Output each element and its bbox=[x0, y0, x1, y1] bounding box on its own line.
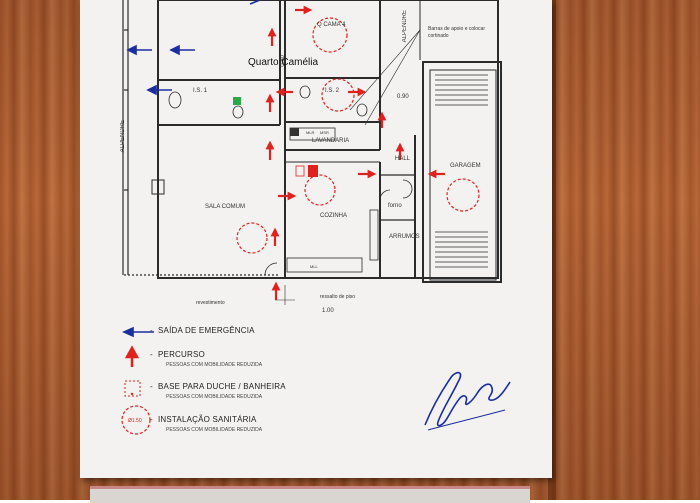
label-is2: I.S. 2 bbox=[325, 88, 340, 94]
label-lavandaria: LAVANDARIA bbox=[312, 138, 350, 144]
sanitary-circle-4 bbox=[236, 222, 268, 254]
fire-blanket-icon bbox=[295, 165, 305, 177]
fire-extinguisher-icon bbox=[308, 165, 318, 177]
legend-icons bbox=[121, 326, 154, 435]
label-dim-100: 1.00 bbox=[322, 308, 334, 314]
legend-item-exit: - SAÍDA DE EMERGÊNCIA bbox=[150, 326, 255, 335]
evacuation-plan-sheet: Q CAMA 4 I.S. 1 I.S. 2 LAVANDARIA SALA C… bbox=[80, 0, 552, 478]
legend-title: SAÍDA DE EMERGÊNCIA bbox=[158, 326, 255, 335]
label-forno: forno bbox=[388, 203, 402, 209]
legend-item-sanitary: - INSTALAÇÃO SANITÁRIA PESSOAS COM MOBIL… bbox=[128, 415, 263, 433]
label-arrumos: ARRUMOS bbox=[389, 234, 420, 240]
label-note-barras: Barras de apoio e colocar bbox=[428, 26, 485, 32]
label-msr: MSR bbox=[320, 130, 329, 135]
sanitary-circle-2 bbox=[321, 78, 355, 112]
label-sala: SALA COMUM bbox=[205, 204, 246, 210]
lower-sheet-edge bbox=[90, 486, 530, 503]
label-note-barras2: cortinado bbox=[428, 33, 449, 39]
label-mlr: MLR bbox=[306, 130, 315, 135]
label-garagem: GARAGEM bbox=[450, 163, 481, 169]
legend-title: PERCURSO bbox=[158, 350, 205, 359]
sanitary-circle-5 bbox=[446, 178, 480, 212]
label-mll: MLL bbox=[310, 264, 318, 269]
label-alpendre-left: ALPENDRE bbox=[120, 120, 126, 153]
circle-diameter-label: Ø1.50 bbox=[128, 418, 142, 424]
legend-title: BASE PARA DUCHE / BANHEIRA bbox=[158, 382, 286, 391]
washing-machine-icon bbox=[290, 128, 299, 136]
legend-title: INSTALAÇÃO SANITÁRIA bbox=[158, 415, 257, 424]
door-frame-gap bbox=[548, 0, 556, 500]
label-hall: HALL bbox=[395, 156, 411, 162]
label-is1: I.S. 1 bbox=[193, 88, 208, 94]
first-aid-icon bbox=[233, 97, 241, 105]
legend-subtitle: PESSOAS COM MOBILIDADE REDUZIDA bbox=[166, 394, 263, 400]
sanitary-circle-3 bbox=[304, 174, 336, 206]
sanitary-circle-1 bbox=[312, 17, 348, 53]
exit-arrow-top bbox=[249, 0, 261, 5]
label-revest: revestimento bbox=[196, 300, 225, 306]
signature-drawing bbox=[424, 371, 511, 427]
label-dim-090: 0.90 bbox=[397, 94, 409, 100]
legend-subtitle: PESSOAS COM MOBILIDADE REDUZIDA bbox=[166, 427, 263, 433]
legend-subtitle: PESSOAS COM MOBILIDADE REDUZIDA bbox=[166, 362, 263, 368]
floor-plan-drawing bbox=[121, 0, 511, 435]
label-quarto4: Q CAMA 4 bbox=[317, 22, 346, 28]
label-alpendre-right: ALPENDRE bbox=[402, 10, 408, 43]
legend-item-route: - PERCURSO PESSOAS COM MOBILIDADE REDUZI… bbox=[150, 350, 263, 368]
signature-underline bbox=[427, 409, 506, 431]
legend-item-shower: - BASE PARA DUCHE / BANHEIRA PESSOAS COM… bbox=[150, 382, 286, 400]
label-cozinha: COZINHA bbox=[320, 213, 347, 219]
label-resalto: ressalto de piso bbox=[320, 294, 356, 300]
room-name-tag: Quarto Camélia bbox=[248, 57, 319, 68]
